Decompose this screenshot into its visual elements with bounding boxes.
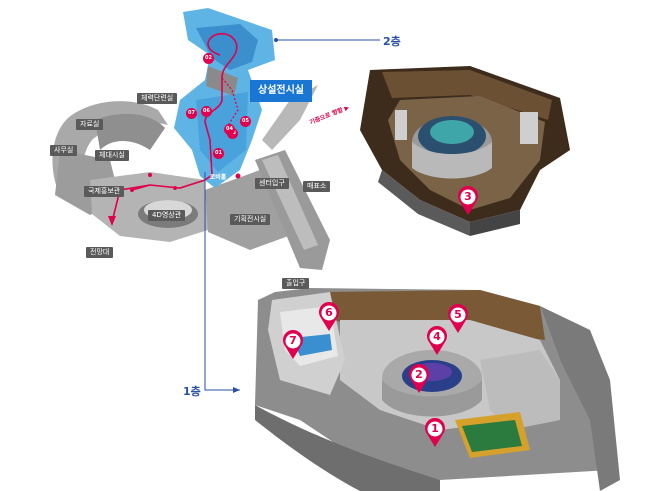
exhibit-pin-4[interactable]: 4 xyxy=(426,326,448,356)
visit-route xyxy=(111,33,238,223)
leader-line-1f xyxy=(204,172,240,391)
route-arrow xyxy=(108,216,116,226)
exhibit-pin-number: 1 xyxy=(431,422,439,435)
exhibit-pin-7[interactable]: 7 xyxy=(282,330,304,360)
exhibit-pin-2[interactable]: 2 xyxy=(408,364,430,394)
route-node xyxy=(173,186,177,190)
map-label-experience[interactable]: 체력단련실 xyxy=(137,93,178,104)
floor-label-1f: 1층 xyxy=(183,385,201,398)
map-label-observatory[interactable]: 전망대 xyxy=(86,247,114,258)
exhibit-pin-number: 2 xyxy=(415,368,423,381)
map-label-office[interactable]: 사무실 xyxy=(50,145,78,156)
route-node xyxy=(148,173,152,177)
exhibit-pin-3[interactable]: 3 xyxy=(457,186,479,216)
floor2-dome-screen xyxy=(430,120,474,144)
map-pin-icon xyxy=(458,186,478,215)
floor2-panel xyxy=(395,110,407,140)
route-node xyxy=(235,173,241,179)
exhibit-pin-number: 7 xyxy=(289,334,297,347)
route-marker-07[interactable]: 07 xyxy=(186,108,197,119)
exhibit-pin-5[interactable]: 5 xyxy=(447,304,469,334)
route-marker-05[interactable]: 05 xyxy=(240,116,251,127)
map-label-4d-theater[interactable]: 4D영상관 xyxy=(148,210,186,221)
floor2-panel xyxy=(520,112,538,144)
exhibit-pin-1[interactable]: 1 xyxy=(424,418,446,448)
leader-arrow xyxy=(233,387,240,393)
map-pin-icon xyxy=(425,418,445,447)
exhibit-pin-number: 5 xyxy=(454,308,462,321)
exhibit-pin-number: 6 xyxy=(325,306,333,319)
floor-label-2f: 2층 xyxy=(383,35,401,48)
route-marker-06[interactable]: 06 xyxy=(201,106,212,117)
corridor-west-inner xyxy=(95,113,165,150)
map-pin-icon xyxy=(409,364,429,393)
exhibit-pin-number: 4 xyxy=(433,330,441,343)
map-label-center-entrance[interactable]: 센터입구 xyxy=(255,178,289,189)
floor1-green-zone xyxy=(462,420,522,452)
map-label-ticket[interactable]: 매표소 xyxy=(303,181,331,192)
floor2-side-wall xyxy=(470,210,520,236)
route-marker-02[interactable]: 02 xyxy=(203,53,214,64)
exhibit-pin-6[interactable]: 6 xyxy=(318,302,340,332)
map-pin-icon xyxy=(283,330,303,359)
route-node xyxy=(130,188,134,192)
route-marker-04[interactable]: 04 xyxy=(224,124,235,135)
floor1-front-wall xyxy=(255,405,440,491)
leader-dot xyxy=(274,38,278,42)
floor1-east-wall xyxy=(540,306,620,491)
floor2-rock-wall xyxy=(382,70,552,120)
visit-route-branch xyxy=(221,77,239,131)
map-label-special-exhibit[interactable]: 기획전시실 xyxy=(230,214,271,225)
map-label-lounge[interactable]: 체대시실 xyxy=(95,150,129,161)
map-pin-icon xyxy=(448,304,468,333)
map-pin-icon xyxy=(427,326,447,355)
route-marker-01[interactable]: 01 xyxy=(213,148,224,159)
visit-route-tail xyxy=(131,184,151,191)
floor1-ring-wall xyxy=(382,380,482,417)
route-start-label: 로비홀 xyxy=(209,174,227,181)
map-label-exit[interactable]: 출입구 xyxy=(282,278,310,289)
floor2-dome-wall xyxy=(412,142,492,179)
permanent-hall-upper xyxy=(196,24,258,70)
exhibit-pin-number: 3 xyxy=(464,190,472,203)
map-pin-icon xyxy=(319,302,339,331)
map-label-materials[interactable]: 자료실 xyxy=(76,119,104,130)
map-label-intl-relations[interactable]: 국제홍보관 xyxy=(84,186,125,197)
permanent-hall-label[interactable]: 상설전시실 xyxy=(250,80,312,102)
floor2-front-wall xyxy=(378,170,470,236)
floor1-east-rooms xyxy=(480,350,560,430)
